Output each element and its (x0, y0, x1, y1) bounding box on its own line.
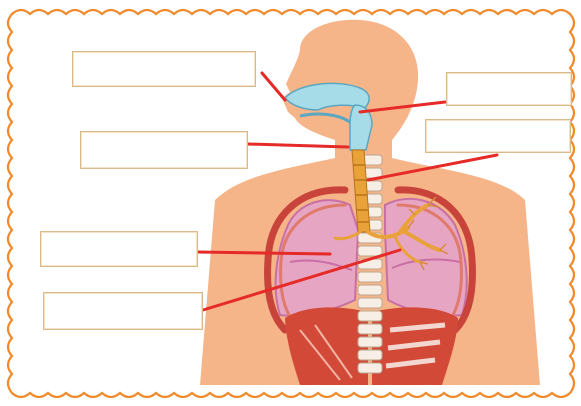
pointer-lungs (198, 252, 330, 254)
vertebra (358, 246, 382, 256)
vertebra (358, 298, 382, 308)
vertebra (358, 285, 382, 295)
vertebra (358, 311, 382, 321)
label-box-nose[interactable] (72, 51, 256, 87)
vertebra (358, 324, 382, 334)
vertebra (358, 350, 382, 360)
label-box-bronchi[interactable] (425, 119, 571, 153)
label-box-diaphragm[interactable] (43, 292, 203, 330)
vertebra (358, 337, 382, 347)
pointer-nose (262, 73, 285, 100)
frame-top (12, 10, 570, 14)
diaphragm-left (285, 307, 368, 385)
label-box-throat[interactable] (446, 72, 572, 106)
label-box-trachea[interactable] (80, 131, 248, 169)
frame-bottom (12, 393, 570, 397)
frame-left (8, 14, 12, 393)
pointer-trachea (248, 144, 348, 147)
vertebra (358, 272, 382, 282)
label-box-lungs[interactable] (40, 231, 198, 267)
vertebra (358, 363, 382, 373)
frame-right (570, 14, 574, 393)
